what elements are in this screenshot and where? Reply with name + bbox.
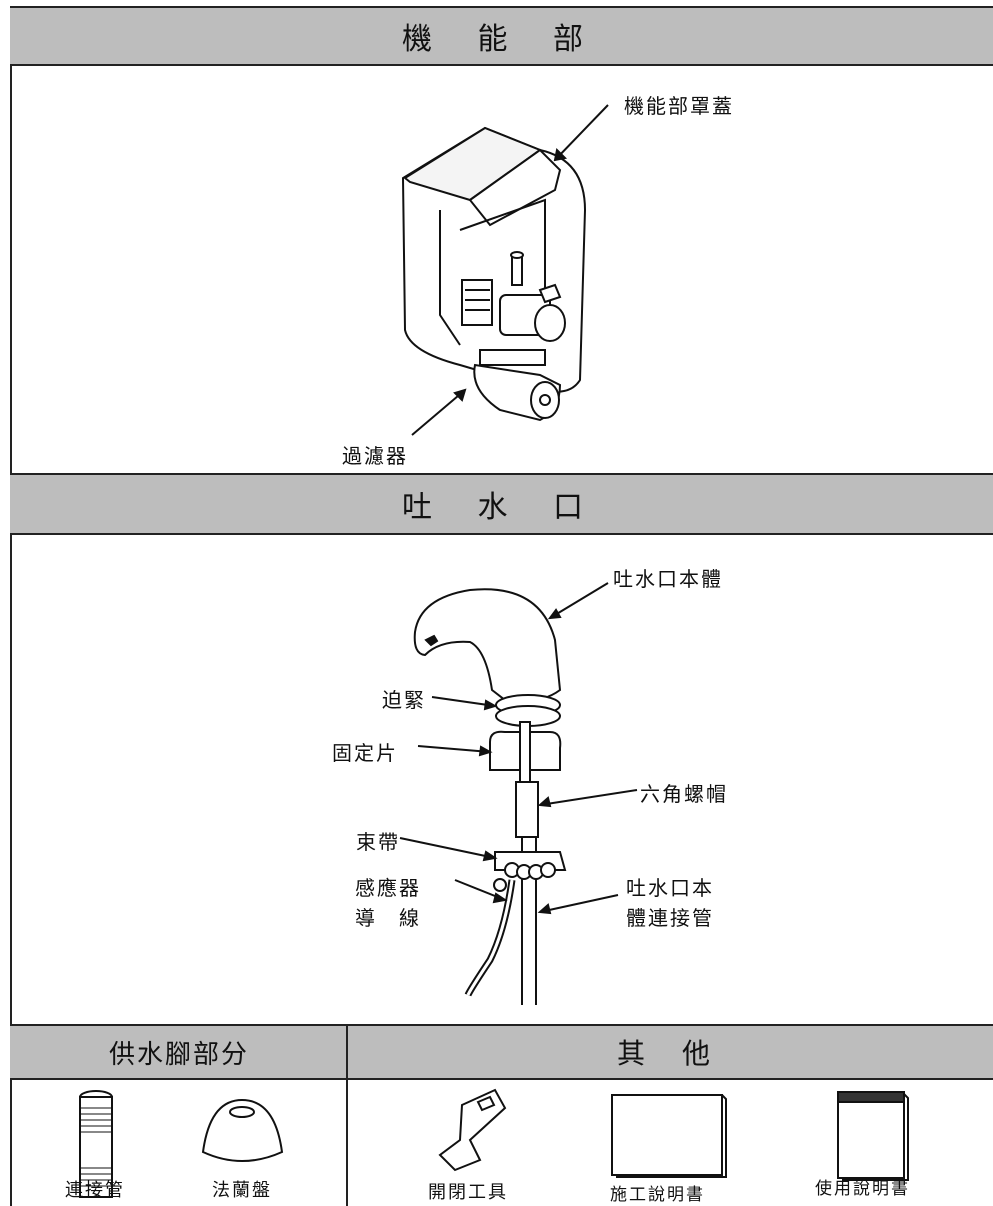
user-manual-icon — [837, 1091, 909, 1181]
function-unit-illustration — [401, 104, 609, 436]
installation-manual-icon — [611, 1094, 727, 1178]
label-filter: 過濾器 — [342, 444, 408, 468]
section-title-supply: 供水腳部分 — [108, 1039, 249, 1070]
label-pipe-1: 吐水口本 — [626, 876, 714, 900]
column-divider — [346, 1024, 348, 1206]
label-pipe-2: 體連接管 — [626, 906, 714, 930]
label-connecting-pipe: 連接管 — [65, 1180, 125, 1201]
label-spout-body: 吐水口本體 — [613, 567, 723, 591]
flange-icon — [201, 1098, 284, 1162]
label-tighten: 迫緊 — [382, 688, 426, 712]
label-band: 束帶 — [356, 830, 400, 854]
connecting-pipe-icon — [79, 1090, 113, 1198]
label-user-manual: 使用說明書 — [815, 1179, 910, 1199]
label-installation-manual: 施工說明書 — [610, 1185, 705, 1205]
label-flange: 法蘭盤 — [212, 1180, 272, 1201]
key-tool-icon — [438, 1088, 507, 1172]
section-title-spout: 吐 水 口 — [401, 490, 602, 525]
spout-illustration — [399, 582, 638, 1005]
label-sensor-wire-1: 感應器 — [355, 876, 421, 900]
section-title-other: 其 他 — [617, 1037, 724, 1070]
section-header-spout: 吐 水 口 — [10, 473, 993, 535]
section-header-supply: 供水腳部分 — [10, 1024, 348, 1080]
section-header-function: 機 能 部 — [10, 6, 993, 66]
label-key-tool: 開閉工具 — [428, 1182, 508, 1203]
label-fixing-plate: 固定片 — [332, 741, 398, 765]
label-sensor-wire-2: 導 線 — [355, 906, 421, 930]
section-title-function: 機 能 部 — [401, 22, 602, 57]
label-function-cover: 機能部罩蓋 — [624, 94, 734, 118]
section-header-other: 其 他 — [348, 1024, 993, 1080]
label-hex-nut: 六角螺帽 — [640, 782, 728, 806]
